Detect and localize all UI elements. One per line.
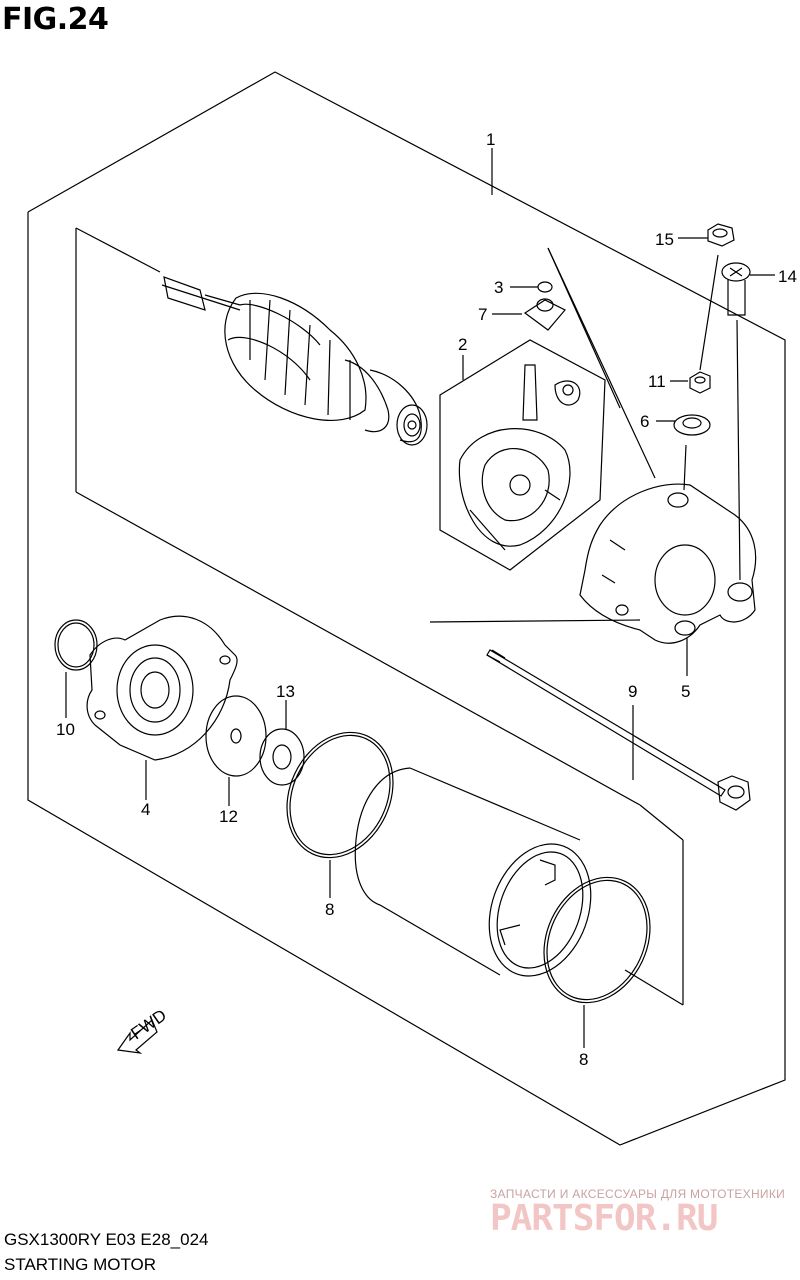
figure-caption: STARTING MOTOR [4, 1255, 157, 1274]
callout-2: 2 [458, 335, 467, 354]
callout-1: 1 [486, 130, 495, 149]
part-13-washer [259, 728, 305, 786]
callout-13: 13 [276, 682, 295, 701]
callout-8-rear: 8 [579, 1050, 588, 1069]
watermark-tagline: ЗАПЧАСТИ И АКСЕССУАРЫ ДЛЯ МОТОТЕХНИКИ [490, 1187, 786, 1201]
callout-3: 3 [494, 278, 503, 297]
assembly-frame [27, 71, 786, 1146]
fwd-label: FWD [127, 1006, 170, 1044]
callout-8-front: 8 [325, 900, 334, 919]
yoke [354, 767, 592, 977]
model-code: GSX1300RY E03 E28_024 [4, 1230, 209, 1249]
callout-9: 9 [628, 682, 637, 701]
callout-6: 6 [640, 412, 649, 431]
part-15-flange-nut [707, 223, 735, 247]
part-10-o-ring [54, 619, 98, 671]
armature-frame [75, 227, 161, 273]
callout-14: 14 [778, 267, 797, 286]
part-8-o-ring-rear [543, 876, 651, 1004]
armature [161, 276, 428, 446]
part-14-screw [721, 262, 751, 316]
part-4-front-housing [86, 615, 238, 761]
callout-5: 5 [681, 682, 690, 701]
callout-10: 10 [56, 720, 75, 739]
part-12-washer [205, 695, 267, 777]
part-7-plate [523, 298, 566, 331]
part-11-nut [689, 371, 711, 394]
callout-11: 11 [648, 372, 666, 391]
callout-15: 15 [655, 230, 674, 249]
callout-4: 4 [141, 800, 150, 819]
callout-7: 7 [478, 305, 487, 324]
leader-lines [65, 237, 775, 1048]
part-9-through-bolt [486, 649, 751, 811]
fwd-arrow [116, 1018, 158, 1054]
part-3-washer [537, 281, 553, 293]
part-8-o-ring-front [286, 731, 394, 859]
watermark-logo: PARTSFOR.RU [490, 1198, 718, 1239]
part-6-washer [673, 414, 711, 436]
part-5-end-cover [579, 483, 757, 644]
callout-12: 12 [219, 807, 238, 826]
figure-title: FIG.24 [2, 2, 109, 37]
brush-holder [439, 339, 606, 571]
